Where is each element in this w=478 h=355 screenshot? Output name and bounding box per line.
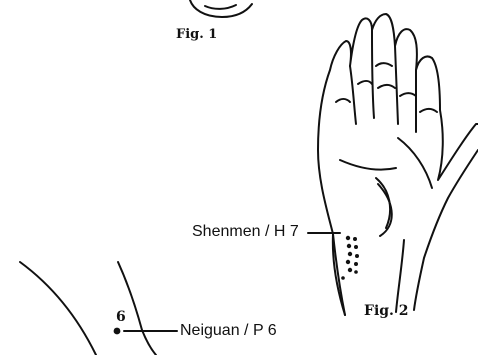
fig2-palm-line-3 xyxy=(398,138,432,188)
fig2-hand-outline xyxy=(318,14,478,315)
fig2-palm-line-1 xyxy=(340,160,396,170)
fig2-crease-2 xyxy=(358,81,372,84)
neiguan-point-dot xyxy=(114,328,121,335)
fig2-crease-3 xyxy=(378,85,395,88)
shenmen-point-dots xyxy=(341,236,359,280)
fig2-wrist-line-right xyxy=(396,240,404,312)
fig2-finger-line-2 xyxy=(372,30,374,118)
forearm-outer-line xyxy=(20,262,96,355)
neiguan-label: Neiguan / P 6 xyxy=(180,323,277,339)
fig2-finger-line-3 xyxy=(395,46,398,124)
fig2-crease-5 xyxy=(420,109,437,112)
fig2-finger-line-1 xyxy=(350,66,356,124)
shenmen-label: Shenmen / H 7 xyxy=(192,224,299,240)
fig2-crease-6 xyxy=(376,63,392,66)
fig2-crease-1 xyxy=(336,99,350,102)
fig1-caption: Fig. 1 xyxy=(176,28,217,41)
neiguan-number: 6 xyxy=(116,310,126,324)
fig2-crease-4 xyxy=(400,93,416,96)
fig1-outline-inner xyxy=(205,5,236,9)
fig2-caption: Fig. 2 xyxy=(364,304,409,318)
